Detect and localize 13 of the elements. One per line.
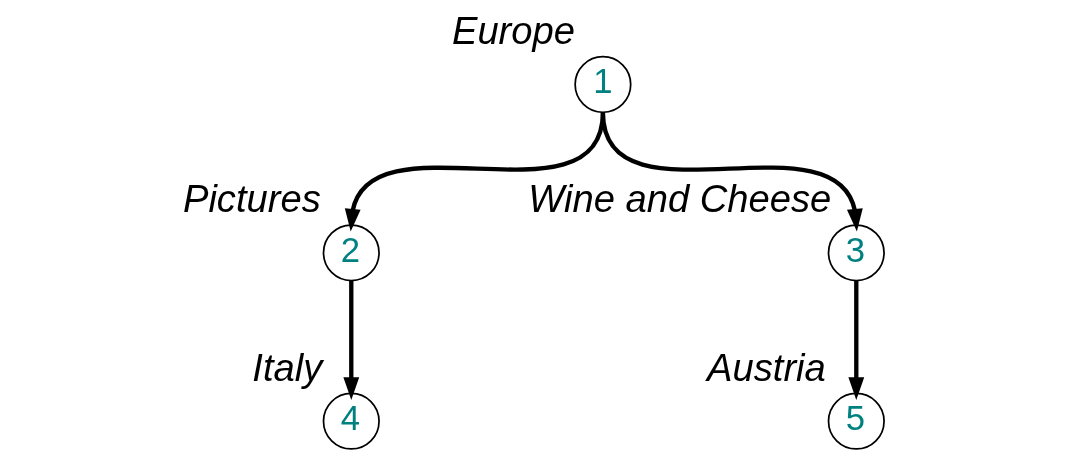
node-circle: 4 [322,392,380,450]
arrow [600,111,863,232]
node-circle: 1 [574,55,632,114]
arrow [848,280,865,400]
node-circle: 5 [827,392,885,450]
node-label: Europe [451,8,575,52]
node-circle: 3 [827,224,885,282]
arrow [343,280,360,400]
node-label: Italy [252,345,323,389]
node-label: Wine and Cheese [528,177,832,221]
node-circle: 2 [322,224,380,282]
node-label: Austria [707,345,826,389]
node-label: Pictures [182,177,321,221]
